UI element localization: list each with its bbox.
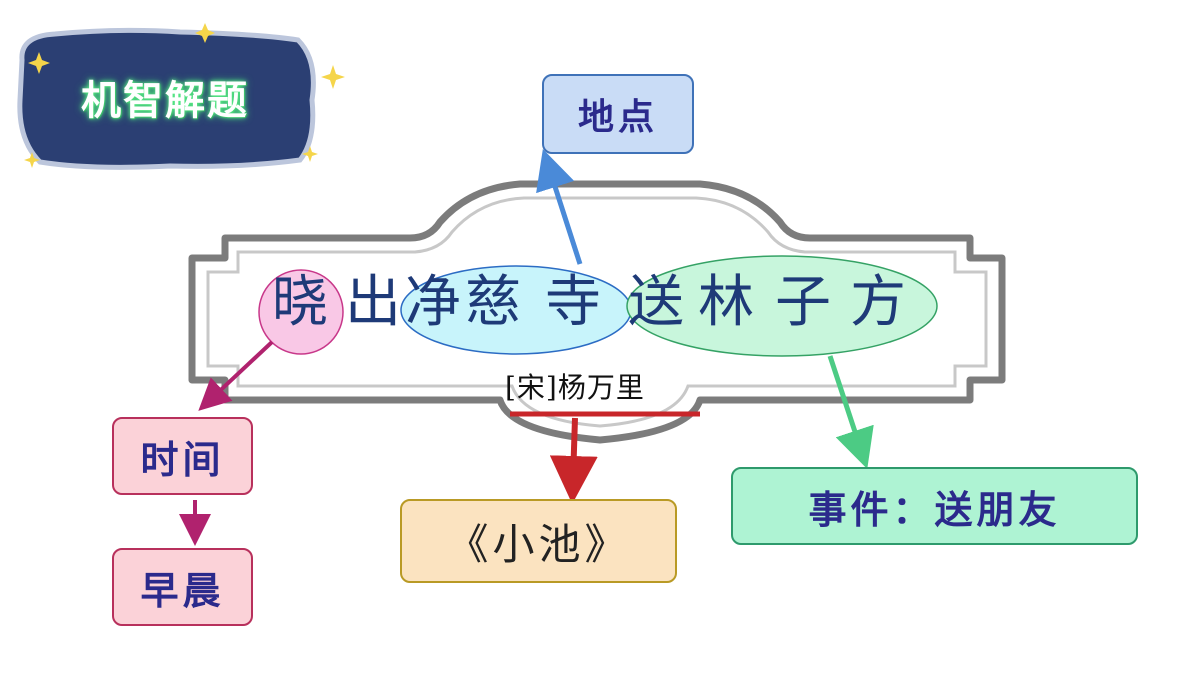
poem-title-box: 《小池》	[400, 499, 677, 583]
poem-author: [宋]杨万里	[505, 371, 645, 404]
place-box: 地点	[542, 74, 694, 154]
title-char-jing: 净	[405, 270, 461, 335]
title-char-chu: 出	[345, 270, 401, 335]
title-char-song: 送	[628, 270, 684, 335]
time-arrow	[198, 340, 274, 411]
event-box: 事件：送朋友	[731, 467, 1138, 545]
poem-arrow	[549, 417, 598, 504]
title-char-ci: 慈	[465, 270, 521, 335]
badge-label: 机智解题	[81, 78, 249, 124]
time-box: 时间	[112, 417, 253, 495]
title-char-zi: 子	[775, 270, 831, 335]
morning-box: 早晨	[112, 548, 253, 626]
title-char-si: 寺	[545, 270, 601, 335]
event-arrow	[827, 355, 874, 469]
place-arrow	[536, 148, 583, 265]
xiao-highlight	[258, 269, 344, 355]
title-char-fang: 方	[850, 270, 906, 335]
badge-shape	[17, 27, 316, 170]
title-char-lin: 林	[698, 270, 754, 335]
sparkle-icon	[24, 23, 345, 168]
title-char-xiao: 晓	[272, 270, 328, 335]
send-highlight	[626, 255, 938, 357]
